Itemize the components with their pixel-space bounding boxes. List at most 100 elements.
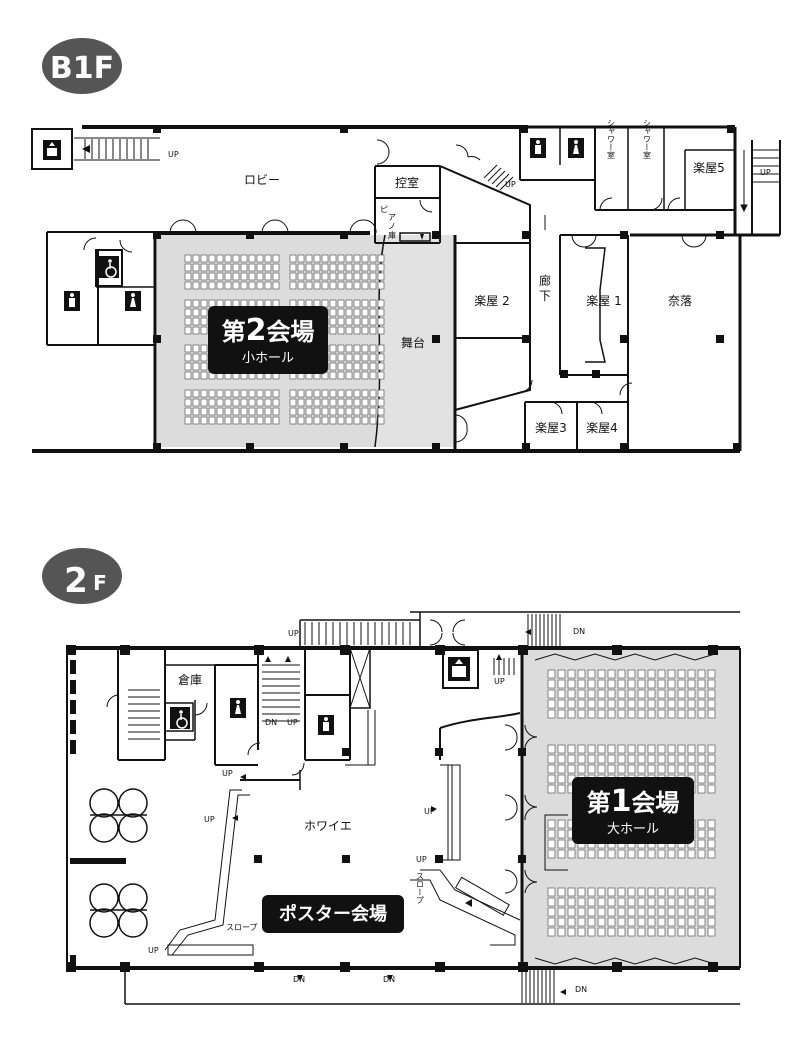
seat <box>208 389 216 398</box>
seat <box>647 679 656 689</box>
seat <box>337 416 345 425</box>
seat <box>577 709 586 719</box>
toilet-figure <box>69 140 579 307</box>
seat <box>707 699 716 709</box>
seat <box>240 416 248 425</box>
seat <box>647 897 656 907</box>
label-dn-b: DN <box>383 975 395 984</box>
seat <box>361 398 369 407</box>
elevator-icon <box>43 140 61 160</box>
seat <box>192 317 200 326</box>
seat <box>687 907 696 917</box>
seat <box>567 917 576 927</box>
seat <box>353 371 361 380</box>
seat <box>224 254 232 263</box>
seat <box>224 416 232 425</box>
seat <box>256 398 264 407</box>
seat <box>256 389 264 398</box>
seat <box>707 689 716 699</box>
seat <box>232 416 240 425</box>
seat <box>377 326 385 335</box>
seat <box>369 362 377 371</box>
f2-revolving-doors <box>89 788 148 938</box>
seat <box>200 344 208 353</box>
seat <box>557 829 566 839</box>
seat <box>232 272 240 281</box>
seat <box>272 254 280 263</box>
hall2-title-num: 2 <box>246 313 267 348</box>
label-foyer: ホワイエ <box>304 819 352 833</box>
label-naraku: 奈落 <box>668 294 692 308</box>
seat <box>677 907 686 917</box>
seat <box>240 272 248 281</box>
seat <box>297 263 305 272</box>
seat <box>707 709 716 719</box>
seat <box>289 416 297 425</box>
seat <box>377 353 385 362</box>
seat <box>657 927 666 937</box>
seat <box>577 917 586 927</box>
seat <box>329 398 337 407</box>
seat <box>297 407 305 416</box>
seat <box>577 907 586 917</box>
label-souko: 倉庫 <box>178 672 202 687</box>
seat <box>707 897 716 907</box>
seat <box>184 263 192 272</box>
label-dn-bottom: DN <box>575 985 587 994</box>
floor-plan-2f: 2 F <box>0 540 800 1039</box>
seat <box>707 754 716 764</box>
seat <box>647 764 656 774</box>
seat <box>587 897 596 907</box>
seat <box>557 907 566 917</box>
seat <box>192 272 200 281</box>
seat <box>567 669 576 679</box>
seat <box>607 744 616 754</box>
seat <box>256 407 264 416</box>
seat <box>657 764 666 774</box>
seat <box>184 416 192 425</box>
seat <box>697 764 706 774</box>
seat <box>200 299 208 308</box>
seat <box>272 299 280 308</box>
seat <box>192 263 200 272</box>
label-up-stair: UP <box>287 718 298 727</box>
seat <box>597 709 606 719</box>
seat <box>353 281 361 290</box>
seat <box>248 272 256 281</box>
seat <box>707 774 716 784</box>
seat <box>377 281 385 290</box>
seat <box>321 398 329 407</box>
seat <box>577 764 586 774</box>
seat <box>313 407 321 416</box>
seat <box>667 764 676 774</box>
seat <box>361 317 369 326</box>
seat <box>567 887 576 897</box>
seat <box>647 754 656 764</box>
seat <box>353 299 361 308</box>
label-up-elev: UP <box>494 677 505 686</box>
seat <box>337 281 345 290</box>
seat <box>547 927 556 937</box>
label-dn-top: DN <box>573 627 585 636</box>
seat <box>313 281 321 290</box>
label-up-top: UP <box>168 150 179 159</box>
seat <box>697 669 706 679</box>
seat <box>345 308 353 317</box>
seat <box>677 887 686 897</box>
seat <box>216 272 224 281</box>
seat <box>248 389 256 398</box>
b1-stair-mid <box>483 164 514 191</box>
seat <box>557 917 566 927</box>
seat <box>547 744 556 754</box>
seat <box>272 272 280 281</box>
seat <box>248 299 256 308</box>
seat <box>313 416 321 425</box>
seat <box>313 398 321 407</box>
seat <box>617 744 626 754</box>
label-piano-2: ア <box>388 213 396 222</box>
b1-stair-top <box>82 139 149 159</box>
seat <box>264 398 272 407</box>
seat <box>607 897 616 907</box>
seat <box>637 927 646 937</box>
seat <box>627 699 636 709</box>
